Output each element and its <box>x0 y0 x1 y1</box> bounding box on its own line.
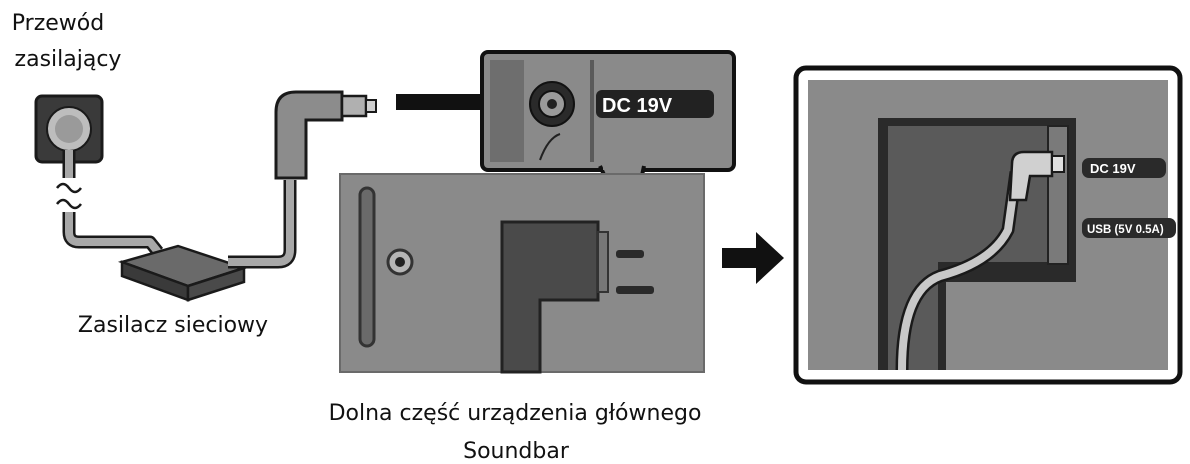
ac-adapter-icon <box>117 244 249 302</box>
soundbar-label: Soundbar <box>463 439 570 464</box>
soundbar-bottom-panel <box>339 173 705 374</box>
wall-socket-icon <box>34 94 104 164</box>
ac-adapter-label: Zasilacz sieciowy <box>78 313 268 338</box>
dc-19v-label-large: DC 19V <box>596 90 714 118</box>
connected-cable <box>895 171 1023 371</box>
power-cord-label-line2: zasilający <box>15 47 122 72</box>
dc-19v-text-small: DC 19V <box>1090 161 1136 176</box>
usb-label: USB (5V 0.5A) <box>1082 218 1176 238</box>
dc-plug-icon <box>274 90 377 180</box>
arrow-right-result-icon <box>722 232 784 284</box>
power-cord-cable <box>56 150 164 257</box>
connected-dc-plug-icon <box>1008 150 1065 202</box>
power-cord-label-line1: Przewód <box>12 11 104 36</box>
main-unit-bottom-label: Dolna część urządzenia głównego <box>329 401 702 426</box>
dc-19v-label-small: DC 19V <box>1082 158 1166 178</box>
usb-text: USB (5V 0.5A) <box>1087 224 1164 236</box>
dc-19v-text-large: DC 19V <box>602 95 673 117</box>
dc-cable <box>228 180 297 269</box>
